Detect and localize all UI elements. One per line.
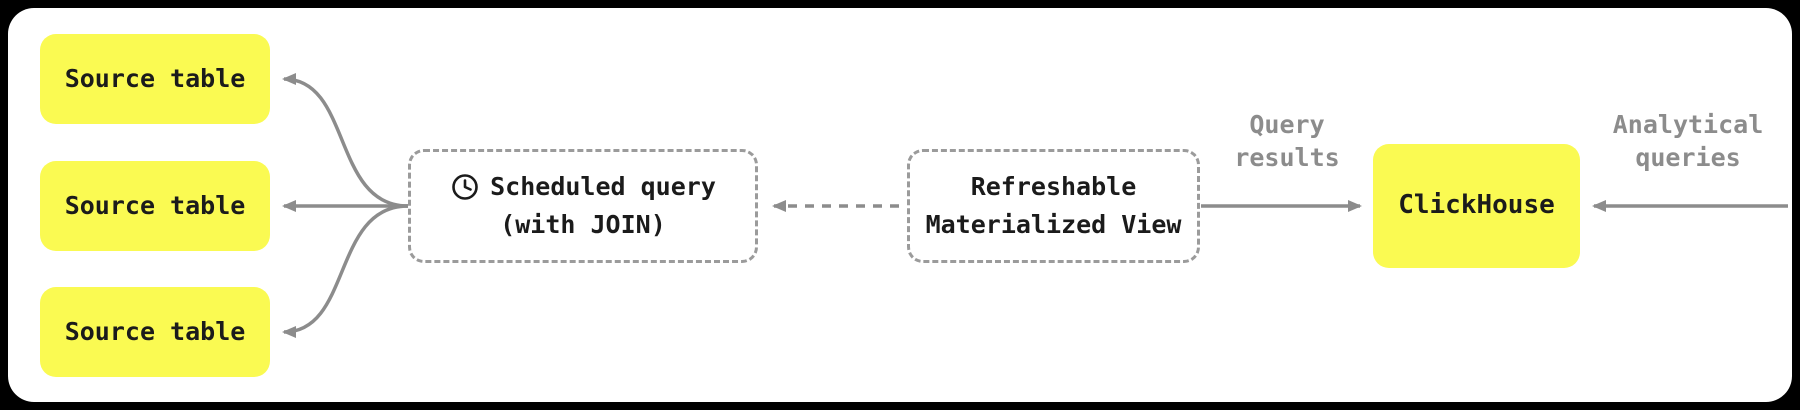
clickhouse-label: ClickHouse	[1398, 190, 1555, 221]
query-results-label: Query results	[1206, 108, 1368, 174]
clock-icon	[452, 173, 478, 200]
scheduled-query-title-row: Scheduled query	[450, 171, 716, 204]
materialized-view-label-line2: Materialized View	[925, 210, 1182, 239]
arrow-query-to-source-1	[282, 73, 409, 208]
analytical-queries-label: Analytical queries	[1593, 108, 1783, 174]
query-results-label-line2: results	[1234, 143, 1340, 172]
materialized-view-label-line1: Refreshable	[970, 171, 1137, 201]
source-table-node-1: Source table	[40, 34, 270, 124]
clickhouse-node: ClickHouse	[1373, 144, 1580, 268]
arrow-query-to-source-3	[282, 204, 409, 338]
materialized-view-node: Refreshable Materialized View	[907, 149, 1200, 263]
source-table-node-3: Source table	[40, 287, 270, 377]
scheduled-query-node: Scheduled query (with JOIN)	[408, 149, 758, 263]
query-results-label-line1: Query	[1249, 110, 1325, 139]
scheduled-query-label-line2: (with JOIN)	[500, 210, 666, 239]
source-table-label: Source table	[64, 316, 246, 346]
analytical-queries-label-line1: Analytical	[1612, 110, 1764, 139]
source-table-label: Source table	[64, 190, 246, 220]
source-table-label: Source table	[64, 63, 246, 93]
analytical-queries-label-line2: queries	[1635, 143, 1741, 172]
source-table-node-2: Source table	[40, 161, 270, 251]
scheduled-query-label-line1: Scheduled query	[490, 171, 716, 201]
